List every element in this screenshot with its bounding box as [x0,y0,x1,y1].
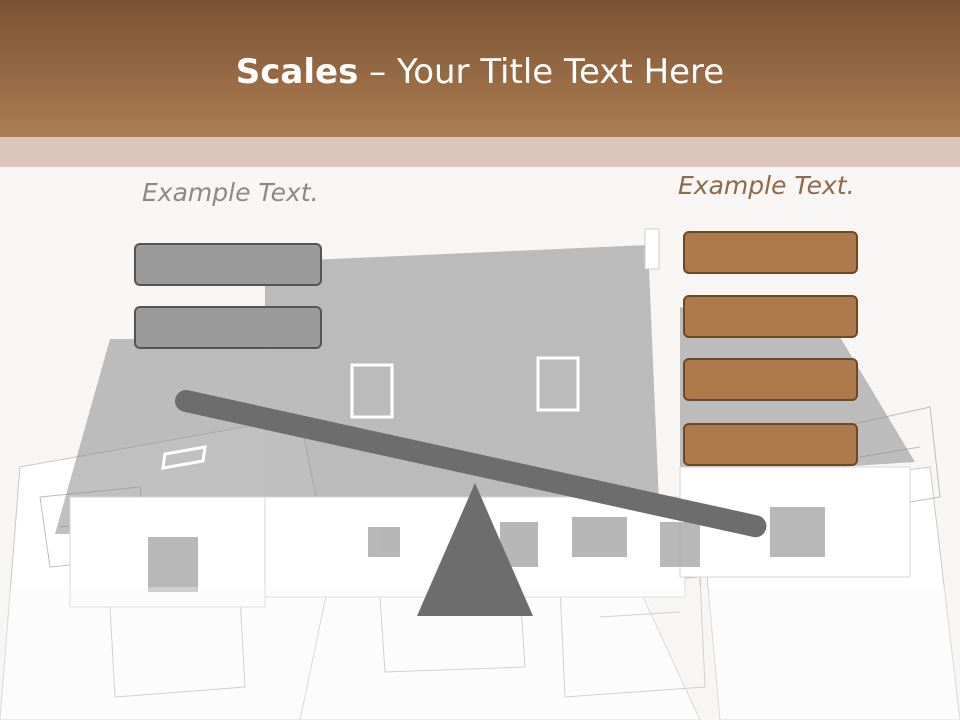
title-bold: Scales [235,52,359,92]
slide-title[interactable]: Scales – Your Title Text Here [0,52,960,92]
left-text-box-2[interactable] [134,306,322,349]
left-example-text[interactable]: Example Text. [142,178,319,207]
right-text-box-2[interactable] [683,295,858,338]
title-rest: – Your Title Text Here [358,52,725,92]
right-text-box-4[interactable] [683,423,858,466]
title-banner [0,0,960,137]
scale-fulcrum [417,483,533,616]
right-text-box-1[interactable] [683,231,858,274]
right-text-box-3[interactable] [683,358,858,401]
left-text-box-1[interactable] [134,243,322,286]
accent-band [0,137,960,167]
right-example-text[interactable]: Example Text. [678,171,855,200]
